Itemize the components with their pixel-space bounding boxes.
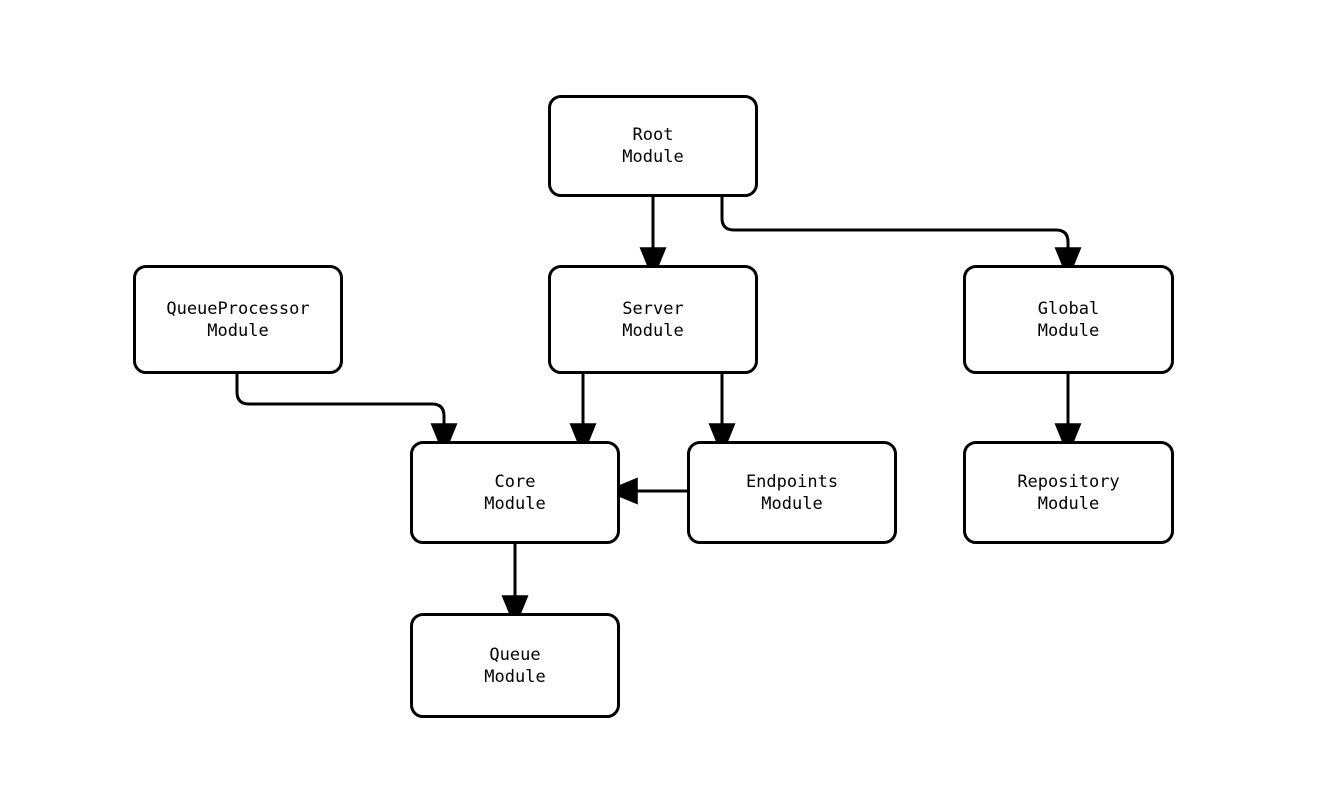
node-queueprocessor-module-label-line2: Module: [207, 320, 269, 341]
node-repository-module[interactable]: Repository Module: [963, 441, 1174, 544]
node-global-module[interactable]: Global Module: [963, 265, 1174, 374]
node-root-module[interactable]: Root Module: [548, 95, 758, 197]
node-server-module-label-line1: Server: [622, 298, 684, 319]
node-repository-module-label-line1: Repository: [1017, 471, 1120, 492]
node-queueprocessor-module-label-line1: QueueProcessor: [166, 298, 310, 319]
node-root-module-label-line1: Root: [632, 125, 674, 145]
node-endpoints-module[interactable]: Endpoints Module: [687, 441, 897, 544]
node-global-module-label-line1: Global: [1037, 298, 1100, 319]
edge-queueprocessor-to-core: [235, 374, 458, 457]
node-queue-module-label-line1: Queue: [489, 644, 541, 665]
node-global-module-label-line2: Module: [1037, 320, 1100, 341]
node-queueprocessor-module[interactable]: QueueProcessor Module: [133, 265, 343, 374]
node-core-module-label-line1: Core: [494, 471, 536, 492]
node-core-module[interactable]: Core Module: [410, 441, 620, 544]
node-endpoints-module-label-line1: Endpoints: [745, 471, 839, 492]
node-root-module-label-line2: Module: [622, 147, 684, 167]
edge-root-to-global: [720, 197, 1082, 281]
node-queue-module[interactable]: Queue Module: [410, 613, 620, 718]
node-endpoints-module-label-line2: Module: [761, 493, 823, 514]
node-queue-module-label-line2: Module: [484, 666, 546, 687]
node-server-module[interactable]: Server Module: [548, 265, 758, 374]
node-core-module-label-line2: Module: [484, 493, 546, 514]
node-repository-module-label-line2: Module: [1037, 493, 1100, 514]
node-server-module-label-line2: Module: [622, 320, 684, 341]
